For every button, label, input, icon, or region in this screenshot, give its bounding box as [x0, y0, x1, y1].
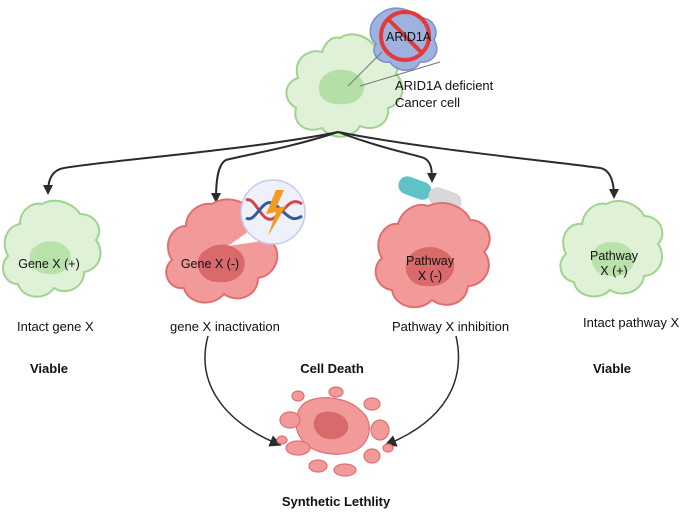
cell-3-inner-text-line1: Pathway: [406, 254, 454, 268]
cell-pathway-x-inhibited: [374, 202, 491, 309]
outcome-right: Viable: [592, 361, 632, 376]
cancer-cell-caption-line2: Cancer cell: [395, 95, 461, 110]
convergence-arrows: [204, 335, 460, 447]
callout-line-protein: [347, 51, 383, 87]
prohibited-icon: [379, 10, 431, 62]
outcome-middle: Cell Death: [300, 361, 364, 376]
cell-pathway-x-intact: [559, 200, 664, 298]
cell-2-caption: gene X inactivation: [170, 319, 280, 334]
callout-line-caption: [359, 61, 441, 87]
cell-1-caption: Intact gene X: [17, 319, 94, 334]
cell-3-caption: Pathway X inhibition: [392, 319, 510, 334]
cell-gene-x-intact: [2, 199, 102, 298]
branch-arrows: [43, 131, 619, 203]
cell-2-inner-text: Gene X (-): [180, 257, 240, 271]
arid1a-protein-label: ARID1A: [386, 30, 432, 44]
cell-4-inner-text-line2: X (+): [600, 264, 628, 278]
outcome-left: Viable: [29, 361, 69, 376]
cell-4-inner-text-line1: Pathway: [590, 249, 638, 263]
synthetic-lethality-label: Synthetic Lethlity: [281, 494, 391, 509]
cancer-cell-caption-line1: ARID1A deficient: [395, 78, 494, 93]
cell-1-inner-text: Gene X (+): [18, 257, 80, 271]
apoptotic-cell: [276, 386, 394, 477]
cell-3-inner-text-line2: X (-): [417, 269, 443, 283]
cell-4-caption: Intact pathway X: [583, 315, 680, 330]
dna-lightning-icon: [240, 179, 306, 245]
